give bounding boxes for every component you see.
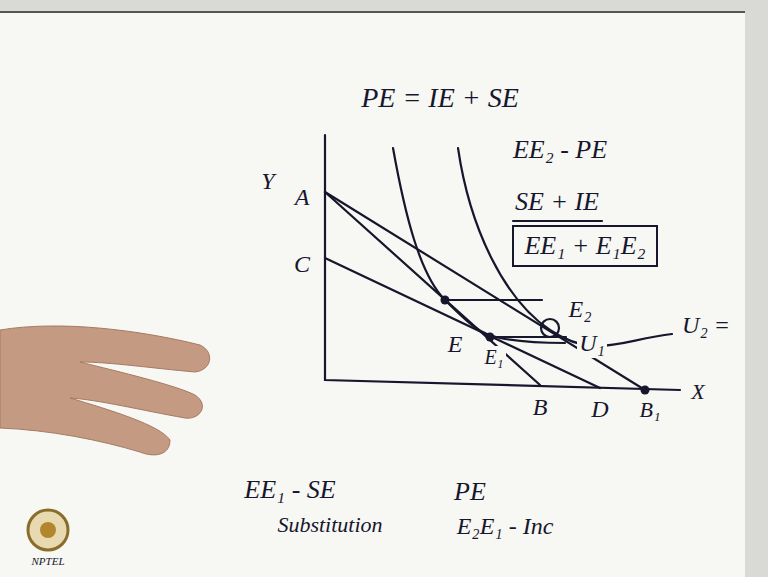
budget-line (325, 192, 540, 385)
point-dot (486, 333, 495, 342)
axis-label: X (689, 379, 706, 404)
logo-emblem (28, 510, 68, 550)
guide-line (445, 299, 542, 301)
point-label: B (531, 394, 550, 422)
hand (0, 326, 210, 455)
note: Substitution (275, 512, 384, 537)
logo (28, 510, 68, 550)
note: EE₁ - SE (242, 475, 337, 505)
indifference-curve (458, 148, 672, 346)
underline (513, 220, 602, 222)
logo-emblem (40, 522, 56, 538)
note: PE (452, 477, 488, 507)
curve-label: U₁ (577, 330, 607, 358)
point-label: C (292, 251, 312, 279)
hand (0, 326, 210, 455)
compensated-budget-line (325, 258, 600, 388)
paper (0, 12, 745, 577)
boxed-equation: EE₁ + E₁E₂ (512, 225, 657, 267)
point-label: D (589, 396, 610, 424)
point-label: A (293, 184, 312, 212)
point-label: E₁ (482, 346, 505, 369)
point-circle (541, 319, 559, 337)
axes (325, 135, 680, 390)
note: E₂E₁ - Inc (455, 513, 556, 541)
curve-label: U₂ = (680, 312, 732, 340)
point-label: E (446, 331, 465, 359)
note: EE₂ - PE (511, 135, 609, 165)
logo-text: NPTEL (29, 555, 66, 568)
axis-label: Y (259, 168, 276, 196)
paper-edge (0, 11, 745, 13)
equation-text: EE₁ + E₁E₂ (524, 231, 645, 260)
equation: PE = IE + SE (359, 82, 521, 114)
budget-line (325, 192, 645, 390)
point-label: B₁ (637, 397, 662, 422)
point-dot (641, 386, 650, 395)
point-label: E₂ (566, 296, 593, 324)
point-dot (441, 296, 450, 305)
note: SE + IE (513, 187, 601, 217)
